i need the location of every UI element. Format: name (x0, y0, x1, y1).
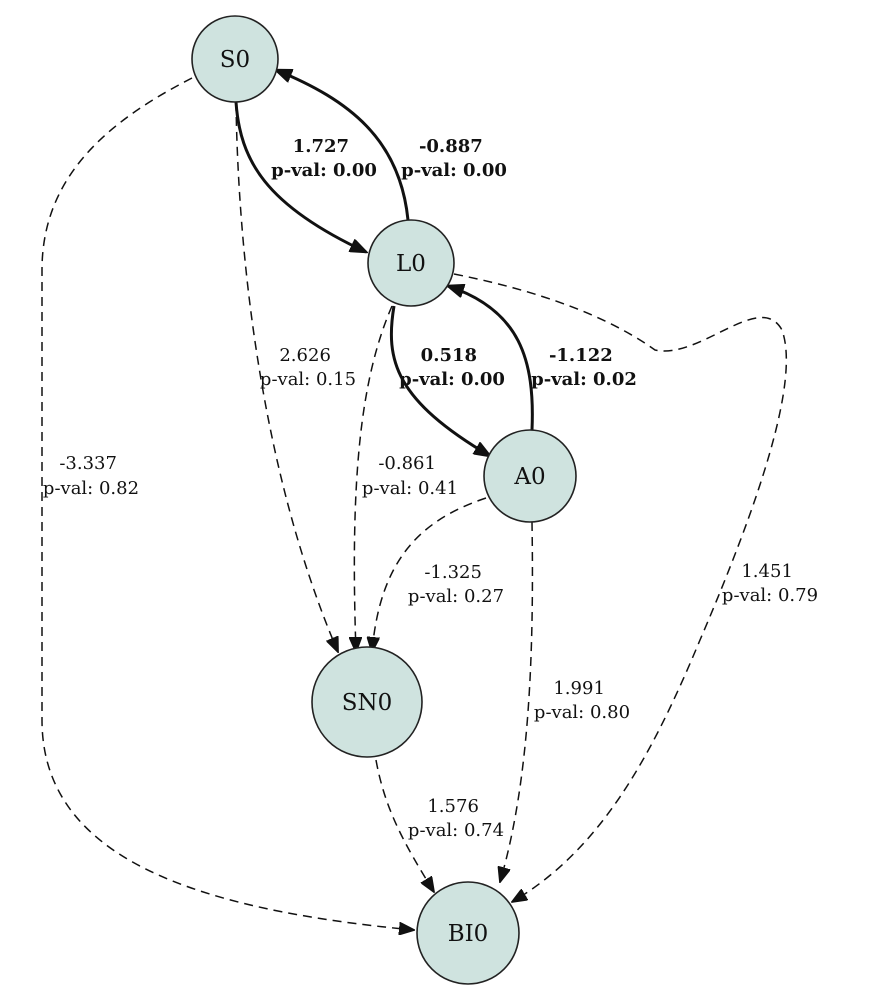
edge-a0-bi0 (500, 521, 534, 882)
edge-l0-bi0 (453, 273, 788, 902)
node-label-a0: A0 (513, 464, 545, 490)
edge-a0-l0 (448, 286, 534, 431)
edge-label-l0-s0: -0.887 p-val: 0.00 (401, 136, 507, 181)
node-label-sn0: SN0 (342, 690, 393, 716)
edge-label-s0-bi0: -3.337 p-val: 0.82 (43, 453, 139, 499)
node-label-bi0: BI0 (448, 921, 489, 947)
edge-label-l0-a0: 0.518 p-val: 0.00 (399, 345, 505, 390)
edge-label-s0-l0: 1.727 p-val: 0.00 (271, 136, 377, 181)
edge-label-a0-l0: -1.122 p-val: 0.02 (531, 345, 637, 390)
node-label-s0: S0 (220, 47, 250, 73)
edge-l0-sn0 (354, 305, 393, 652)
edge-l0-a0 (389, 305, 490, 456)
node-bi0[interactable]: BI0 (416, 881, 520, 985)
edge-label-a0-sn0: -1.325 p-val: 0.27 (408, 562, 504, 607)
node-a0[interactable]: A0 (483, 429, 577, 523)
edge-a0-sn0 (372, 497, 487, 652)
edge-label-s0-sn0: 2.626 p-val: 0.15 (260, 345, 356, 390)
edge-label-l0-bi0: 1.451 p-val: 0.79 (722, 561, 818, 606)
edge-s0-bi0 (41, 77, 414, 930)
edge-label-sn0-bi0: 1.576 p-val: 0.74 (408, 796, 504, 841)
edge-l0-s0 (276, 68, 410, 221)
node-label-l0: L0 (396, 251, 426, 277)
edge-s0-l0 (234, 101, 366, 252)
edge-label-l0-sn0: -0.861 p-val: 0.41 (362, 453, 458, 499)
node-l0[interactable]: L0 (367, 219, 455, 307)
edge-label-a0-bi0: 1.991 p-val: 0.80 (534, 678, 630, 723)
node-s0[interactable]: S0 (191, 15, 279, 103)
edge-s0-sn0 (235, 101, 338, 652)
node-sn0[interactable]: SN0 (311, 646, 423, 758)
edge-sn0-bi0 (375, 759, 434, 892)
